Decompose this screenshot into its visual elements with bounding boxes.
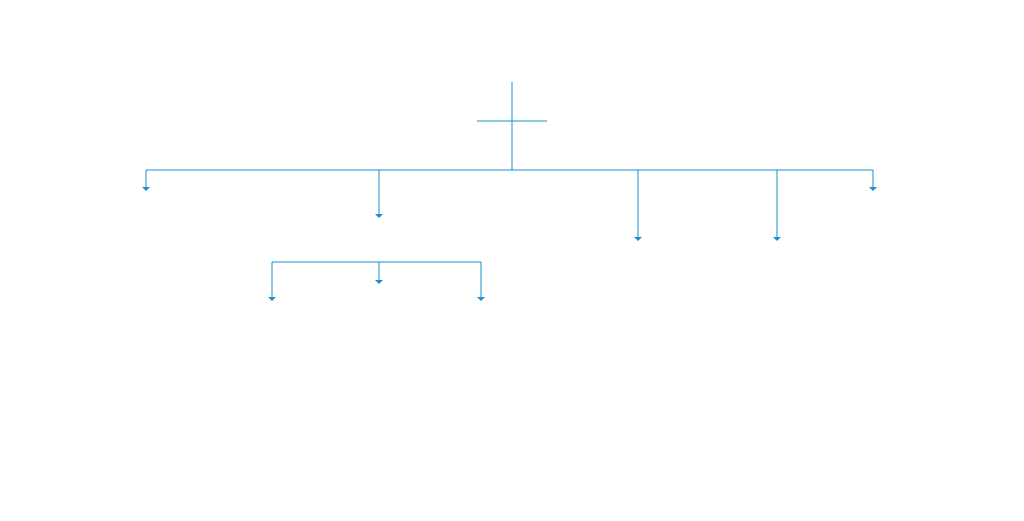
arrow-b xyxy=(375,214,383,218)
arrow-a xyxy=(142,187,150,191)
arrow-b2 xyxy=(375,280,383,284)
arrow-b1 xyxy=(268,297,276,301)
arrow-c xyxy=(634,237,642,241)
arrow-b3 xyxy=(477,297,485,301)
arrow-e xyxy=(869,187,877,191)
arrow-d xyxy=(773,237,781,241)
